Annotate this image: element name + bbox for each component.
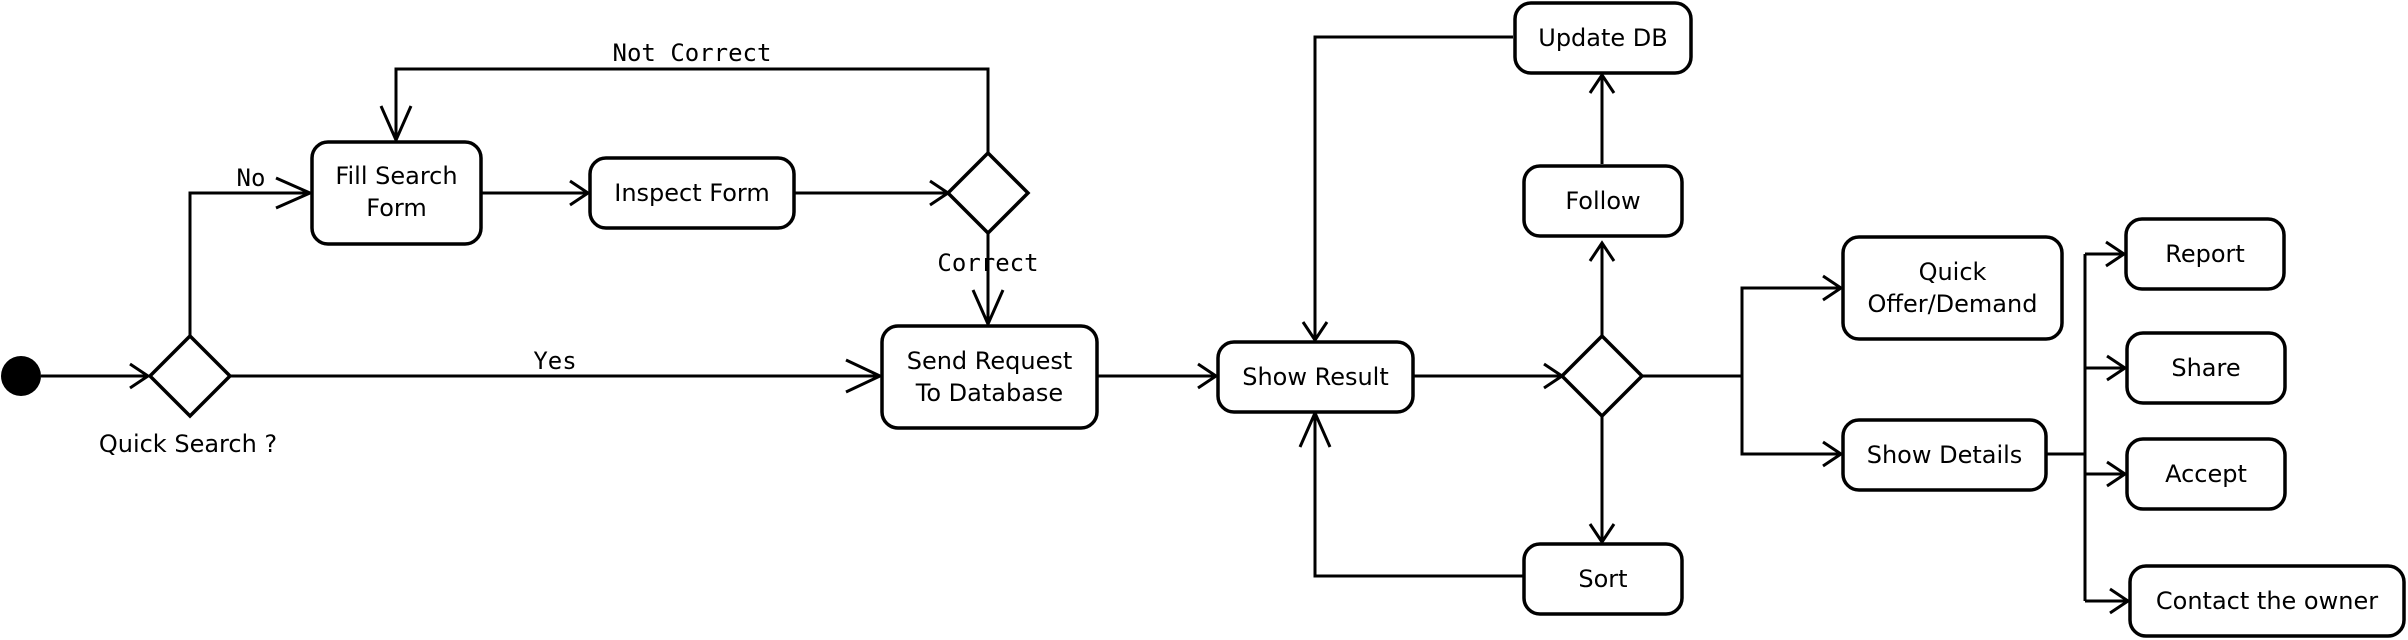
arrowhead: [569, 179, 591, 207]
edge-hub-to-quick-offer: [1642, 286, 1841, 378]
edge-not-correct-loop: [394, 67, 990, 153]
node-show-details-label: Show Details: [1867, 441, 2023, 469]
node-report-label: Report: [2165, 240, 2245, 268]
node-show-details: Show Details: [1841, 418, 2048, 492]
arrowhead: [1822, 440, 1844, 468]
node-send-request: Send Request To Database: [880, 324, 1099, 430]
node-accept-label: Accept: [2165, 460, 2247, 488]
node-quick-offer-demand: Quick Offer/Demand: [1841, 235, 2064, 341]
edge-label-correct: Correct: [937, 249, 1038, 277]
decision-label-quick-search: Quick Search ?: [99, 430, 277, 458]
node-inspect-form: Inspect Form: [588, 156, 796, 230]
node-sort-label: Sort: [1578, 565, 1627, 593]
node-quick-offer-demand-line-2: Offer/Demand: [1868, 290, 2038, 318]
arrowhead: [379, 105, 413, 144]
node-inspect-form-label: Inspect Form: [614, 179, 769, 207]
edge-hub-to-show-details: [1740, 376, 1841, 456]
node-share-label: Share: [2171, 354, 2240, 382]
node-contact-owner: Contact the owner: [2128, 564, 2406, 638]
node-update-db: Update DB: [1513, 1, 1693, 75]
node-update-db-label: Update DB: [1538, 24, 1668, 52]
node-send-request-line-2: To Database: [915, 379, 1063, 407]
arrowhead: [275, 176, 314, 210]
arrowhead: [845, 358, 884, 394]
node-report: Report: [2124, 217, 2286, 291]
decision-result-action: [1559, 333, 1645, 419]
edge-label-no: No: [237, 164, 266, 192]
arrowhead: [1197, 362, 1219, 390]
arrowhead: [2109, 587, 2131, 615]
node-send-request-line-1: Send Request: [907, 347, 1073, 375]
edge-update-to-show-result: [1313, 35, 1513, 340]
arrowhead: [1822, 274, 1844, 302]
node-share: Share: [2125, 331, 2287, 405]
edge-sort-to-show-result: [1313, 413, 1523, 578]
node-fill-search-form-line-2: Form: [366, 194, 426, 222]
edge-no-to-fill-search: [188, 191, 310, 336]
node-show-result: Show Result: [1216, 340, 1415, 414]
arrowhead: [2106, 354, 2128, 382]
node-sort: Sort: [1522, 542, 1684, 616]
edges: [41, 35, 2131, 615]
arrowhead: [1588, 523, 1616, 545]
arrowhead: [971, 289, 1005, 328]
node-follow: Follow: [1522, 164, 1684, 238]
arrowhead: [2105, 240, 2127, 268]
decision-form-validity: [945, 150, 1031, 236]
node-quick-offer-demand-line-1: Quick: [1919, 258, 1987, 286]
edge-label-yes: Yes: [533, 347, 576, 375]
arrowhead: [1588, 72, 1616, 94]
node-fill-search-form-line-1: Fill Search: [335, 162, 457, 190]
node-accept: Accept: [2125, 437, 2287, 511]
start-node: [1, 356, 41, 396]
arrowhead: [1588, 240, 1616, 262]
arrowhead: [2106, 460, 2128, 488]
node-contact-owner-label: Contact the owner: [2156, 587, 2378, 615]
node-follow-label: Follow: [1565, 187, 1640, 215]
arrowhead: [1301, 321, 1329, 343]
node-show-result-label: Show Result: [1242, 363, 1389, 391]
decision-quick-search: [147, 333, 233, 419]
node-fill-search-form: Fill Search Form: [310, 140, 483, 246]
edge-label-not-correct: Not Correct: [613, 39, 772, 67]
